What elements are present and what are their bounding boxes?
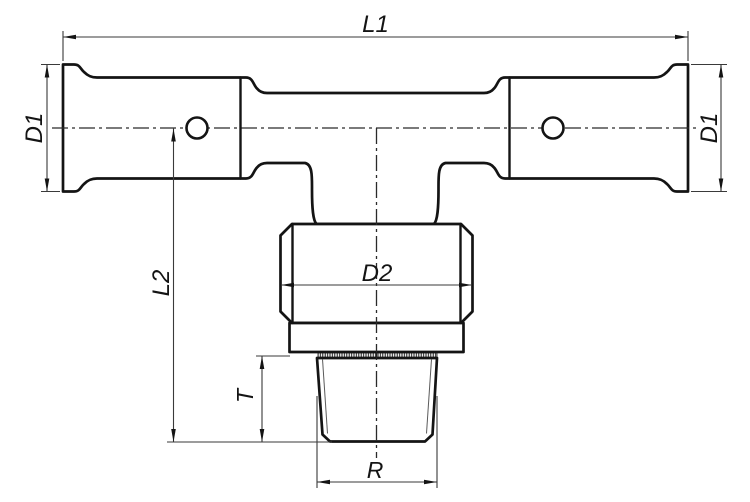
d2-arrow-right: [459, 282, 472, 288]
fitting-body: [61, 63, 690, 443]
dim-r: R: [316, 396, 438, 488]
l2-label: L2: [148, 270, 175, 297]
r-label: R: [367, 457, 384, 483]
d2-label: D2: [362, 260, 393, 287]
t-arrow-bottom: [259, 429, 265, 442]
r-arrow-left: [317, 479, 330, 485]
left-inspection-hole: [185, 116, 209, 140]
body-outline: [61, 63, 690, 226]
part-edges: [185, 76, 565, 434]
l1-extension-lines: [62, 31, 689, 61]
d2-arrow-left: [281, 282, 294, 288]
d1-left-label: D1: [21, 113, 48, 144]
r-extension-lines: [316, 396, 438, 488]
d1-right-arrow-bottom: [718, 178, 724, 192]
dim-t: T: [232, 355, 290, 442]
thread-minor-line-left: [322, 358, 328, 434]
dim-d2: D2: [281, 260, 472, 288]
l2-arrow-bottom: [171, 429, 176, 442]
l2-arrow-top: [171, 128, 176, 142]
l1-label: L1: [362, 11, 389, 38]
dim-l1: L1: [62, 11, 689, 61]
dim-l2: L2: [148, 128, 332, 443]
t-label: T: [232, 387, 258, 403]
r-arrow-right: [424, 479, 437, 485]
dim-d1-left: D1: [21, 63, 60, 193]
l1-arrow-left: [63, 34, 76, 40]
d1-left-arrow-top: [44, 64, 50, 78]
d1-right-arrow-top: [718, 64, 724, 78]
t-arrow-top: [259, 356, 265, 369]
thread-relief-hatch: [317, 352, 438, 359]
l1-arrow-right: [675, 34, 688, 40]
d1-left-arrow-bottom: [44, 178, 50, 192]
d1-right-label: D1: [696, 113, 723, 144]
d1-left-extension-lines: [41, 63, 60, 193]
dim-d1-right: D1: [691, 63, 727, 193]
right-inspection-hole: [541, 116, 565, 140]
thread-minor-line-right: [426, 358, 432, 434]
